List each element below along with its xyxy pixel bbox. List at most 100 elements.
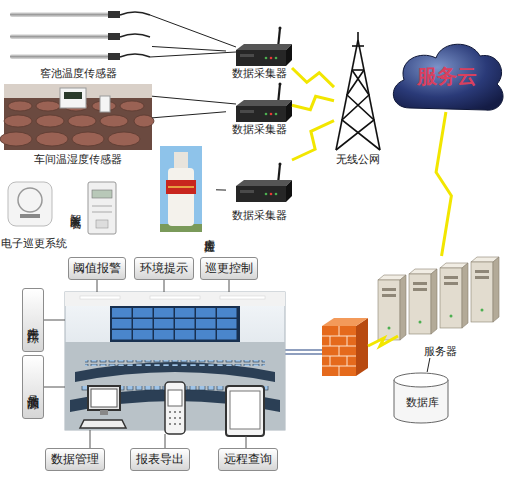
node-label: 数据管理 (51, 453, 99, 466)
node-label: 环境提示 (140, 262, 188, 275)
workshop-photo (72, 132, 104, 146)
control-room (112, 308, 238, 341)
control-room (80, 296, 120, 299)
radio-tower (336, 70, 374, 150)
connector-tick (44, 320, 65, 321)
device-node: 数据采集器 (226, 26, 292, 80)
warehouse-photo (166, 180, 196, 194)
device-node: 服务云 (390, 40, 504, 112)
function-box: 报表导出 (130, 448, 190, 471)
connector-tick (44, 387, 65, 388)
node-label: 服务云 (417, 64, 477, 88)
phone-icon (174, 423, 176, 425)
phone-icon (169, 417, 171, 419)
radio-tower (352, 69, 364, 71)
database-cylinder (394, 373, 448, 423)
node-label: 数据库 (406, 396, 439, 409)
signal-wire (152, 112, 226, 118)
function-box: 巡更控制 (200, 257, 258, 280)
cloud-shape (393, 44, 503, 110)
firewall-symbol (356, 318, 368, 376)
device-node: 数据采集器 (226, 160, 292, 222)
network-cable (285, 353, 322, 355)
patrol-device (8, 182, 52, 226)
computer-icon (88, 386, 120, 410)
network-cable (285, 349, 322, 351)
function-box: 生产跟踪 (22, 288, 44, 352)
sensor-wire (150, 52, 236, 57)
sensor-wire (150, 96, 236, 104)
workshop-photo (36, 132, 68, 146)
database-cylinder (394, 373, 448, 387)
server-rack (462, 263, 468, 328)
connector-tick (44, 280, 246, 448)
tablet-icon (230, 391, 260, 429)
workshop-photo (4, 115, 32, 127)
function-box: 阈值报警 (68, 257, 126, 280)
wireless-link (292, 96, 334, 109)
connector-tick (164, 280, 165, 292)
function-box: 品质溯源 (22, 355, 44, 419)
server-rack (444, 276, 458, 279)
device-node: 服务器 (374, 256, 506, 358)
tablet-icon (226, 386, 264, 436)
function-box: 数据管理 (45, 448, 105, 471)
temperature-probes (108, 11, 120, 18)
node-label: 无线公网 (336, 153, 380, 166)
temperature-probes (108, 33, 120, 40)
function-box: 远程查询 (218, 448, 278, 471)
node-label: 数据采集器 (232, 123, 287, 136)
firewall-symbol (322, 326, 356, 376)
smart-meter (92, 212, 112, 213)
workshop-photo (120, 101, 144, 111)
workshop-photo (64, 92, 82, 99)
node-label: 智能水电表 (68, 205, 82, 210)
phone-icon (179, 411, 181, 413)
signal-wire (427, 358, 430, 372)
radio-tower (352, 45, 364, 47)
phone-icon (174, 417, 176, 419)
workshop-photo (108, 132, 140, 146)
node-label: 巡更控制 (205, 262, 253, 275)
warehouse-photo (168, 186, 194, 188)
server-rack (471, 262, 493, 322)
smart-meter (88, 182, 116, 234)
node-label: 服务器 (424, 345, 457, 358)
server-rack (378, 280, 400, 340)
wireless-link (292, 121, 334, 160)
smart-meter (96, 220, 108, 228)
node-label: 车间温湿度传感器 (34, 153, 122, 166)
phone-icon (179, 423, 181, 425)
phone-icon (168, 390, 182, 406)
phone-icon (179, 417, 181, 419)
node-label: 数据采集器 (232, 67, 287, 80)
server-rack (382, 288, 396, 291)
node-label: 窖池温度传感器 (40, 67, 117, 80)
phone-icon (165, 382, 185, 434)
connector-tick (246, 436, 247, 448)
wireless-bolt (368, 336, 398, 346)
computer-icon (80, 420, 126, 428)
connector-tick (97, 280, 98, 292)
smart-meter (88, 182, 116, 234)
phone-icon (169, 423, 171, 425)
server-rack (409, 274, 431, 334)
connector-tick (90, 430, 91, 448)
control-room (150, 296, 200, 299)
server-rack (413, 282, 427, 285)
patrol-device (20, 214, 40, 218)
collector-symbol (236, 27, 292, 67)
control-room (85, 360, 265, 366)
device-node: 数据库 (392, 372, 452, 424)
workshop-photo (0, 84, 154, 150)
temperature-probes (10, 11, 150, 60)
server-rack (493, 257, 499, 322)
phone-icon (174, 411, 176, 413)
collector-symbol (236, 163, 292, 203)
sensor-wire (150, 15, 236, 104)
control-room (110, 306, 240, 342)
cloud-shape (393, 44, 503, 110)
server-rack (400, 275, 406, 340)
